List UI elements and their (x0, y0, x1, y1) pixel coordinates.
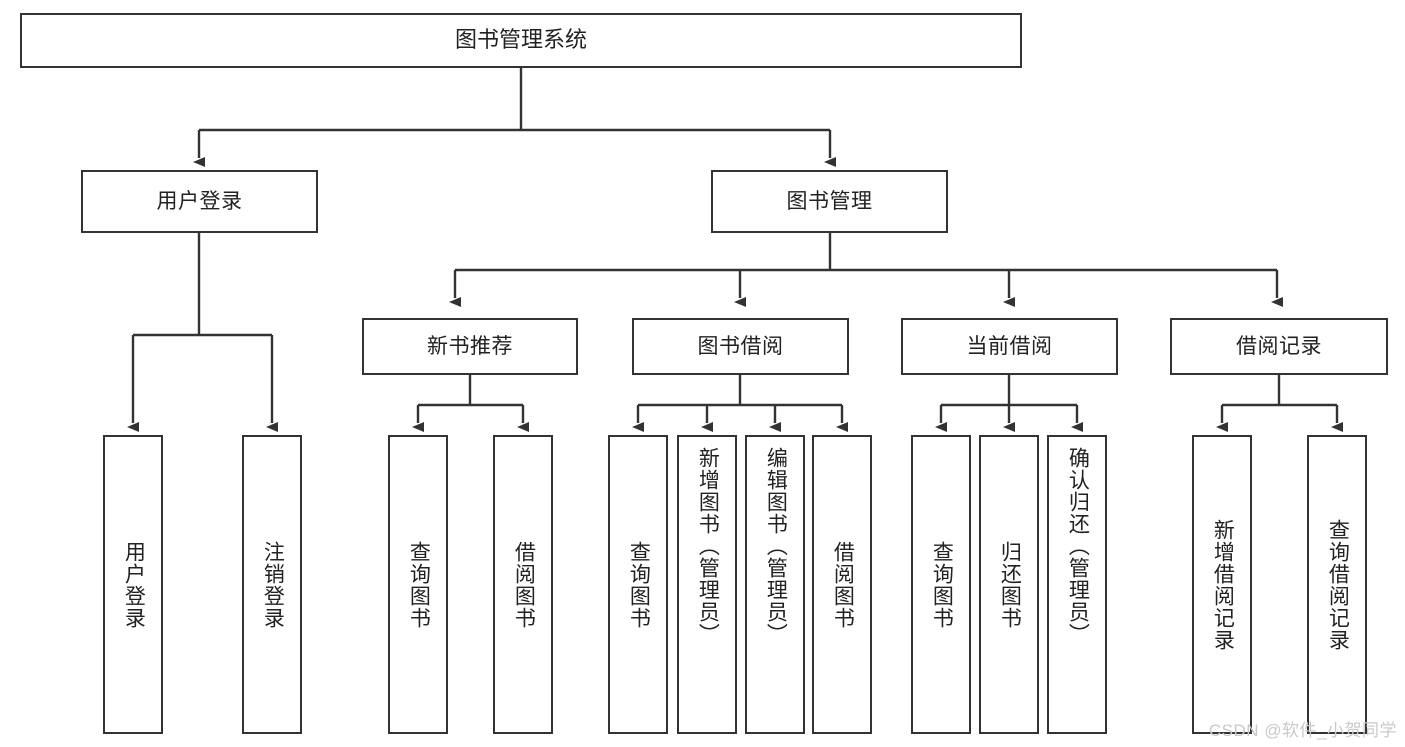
leaf-borrow-book[interactable]: 借阅图书 (812, 435, 872, 734)
node-label: 查询借阅记录 (1326, 518, 1350, 651)
leaf-query-book-borrow[interactable]: 查询图书 (608, 435, 668, 734)
node-label: 新书推荐 (427, 334, 513, 358)
node-label: 图书管理 (786, 189, 873, 213)
leaf-add-book-admin[interactable]: 新增图书（管理员） (677, 435, 737, 734)
node-label: 查询图书 (930, 540, 954, 629)
node-label: 新增借阅记录 (1211, 518, 1235, 651)
node-label: 用户登录 (122, 540, 146, 629)
node-book-management[interactable]: 图书管理 (711, 170, 948, 233)
node-label: 当前借阅 (966, 334, 1053, 358)
node-label: 图书借阅 (697, 334, 784, 358)
node-label: 注销登录 (261, 540, 285, 629)
node-label: 借阅图书 (831, 540, 855, 629)
node-label: 查询图书 (627, 540, 651, 629)
leaf-edit-book-admin[interactable]: 编辑图书（管理员） (745, 435, 805, 734)
node-label: 归还图书 (998, 540, 1022, 629)
node-label: 借阅记录 (1236, 334, 1322, 358)
node-borrow-record[interactable]: 借阅记录 (1170, 318, 1388, 375)
node-label: 编辑图书（管理员） (764, 447, 788, 645)
leaf-confirm-return-admin[interactable]: 确认归还（管理员） (1047, 435, 1107, 734)
node-label: 新增图书（管理员） (696, 447, 720, 645)
node-current-borrow[interactable]: 当前借阅 (901, 318, 1118, 375)
leaf-query-book-current[interactable]: 查询图书 (911, 435, 971, 734)
leaf-add-borrow-record[interactable]: 新增借阅记录 (1192, 435, 1252, 734)
leaf-logout[interactable]: 注销登录 (242, 435, 302, 734)
node-user-login[interactable]: 用户登录 (81, 170, 318, 233)
node-root-system[interactable]: 图书管理系统 (20, 13, 1022, 68)
node-label: 查询图书 (407, 540, 431, 629)
node-label: 图书管理系统 (454, 27, 587, 53)
leaf-user-login[interactable]: 用户登录 (103, 435, 163, 734)
leaf-borrow-book-recommend[interactable]: 借阅图书 (493, 435, 553, 734)
leaf-query-borrow-record[interactable]: 查询借阅记录 (1307, 435, 1367, 734)
node-book-borrow[interactable]: 图书借阅 (632, 318, 849, 375)
csdn-watermark: CSDN @软件_小贺同学 (1208, 721, 1397, 740)
node-label: 确认归还（管理员） (1066, 447, 1090, 645)
leaf-return-book[interactable]: 归还图书 (979, 435, 1039, 734)
node-label: 借阅图书 (512, 540, 536, 629)
leaf-query-book-recommend[interactable]: 查询图书 (388, 435, 448, 734)
node-label: 用户登录 (156, 189, 243, 213)
node-new-book-recommend[interactable]: 新书推荐 (362, 318, 578, 375)
